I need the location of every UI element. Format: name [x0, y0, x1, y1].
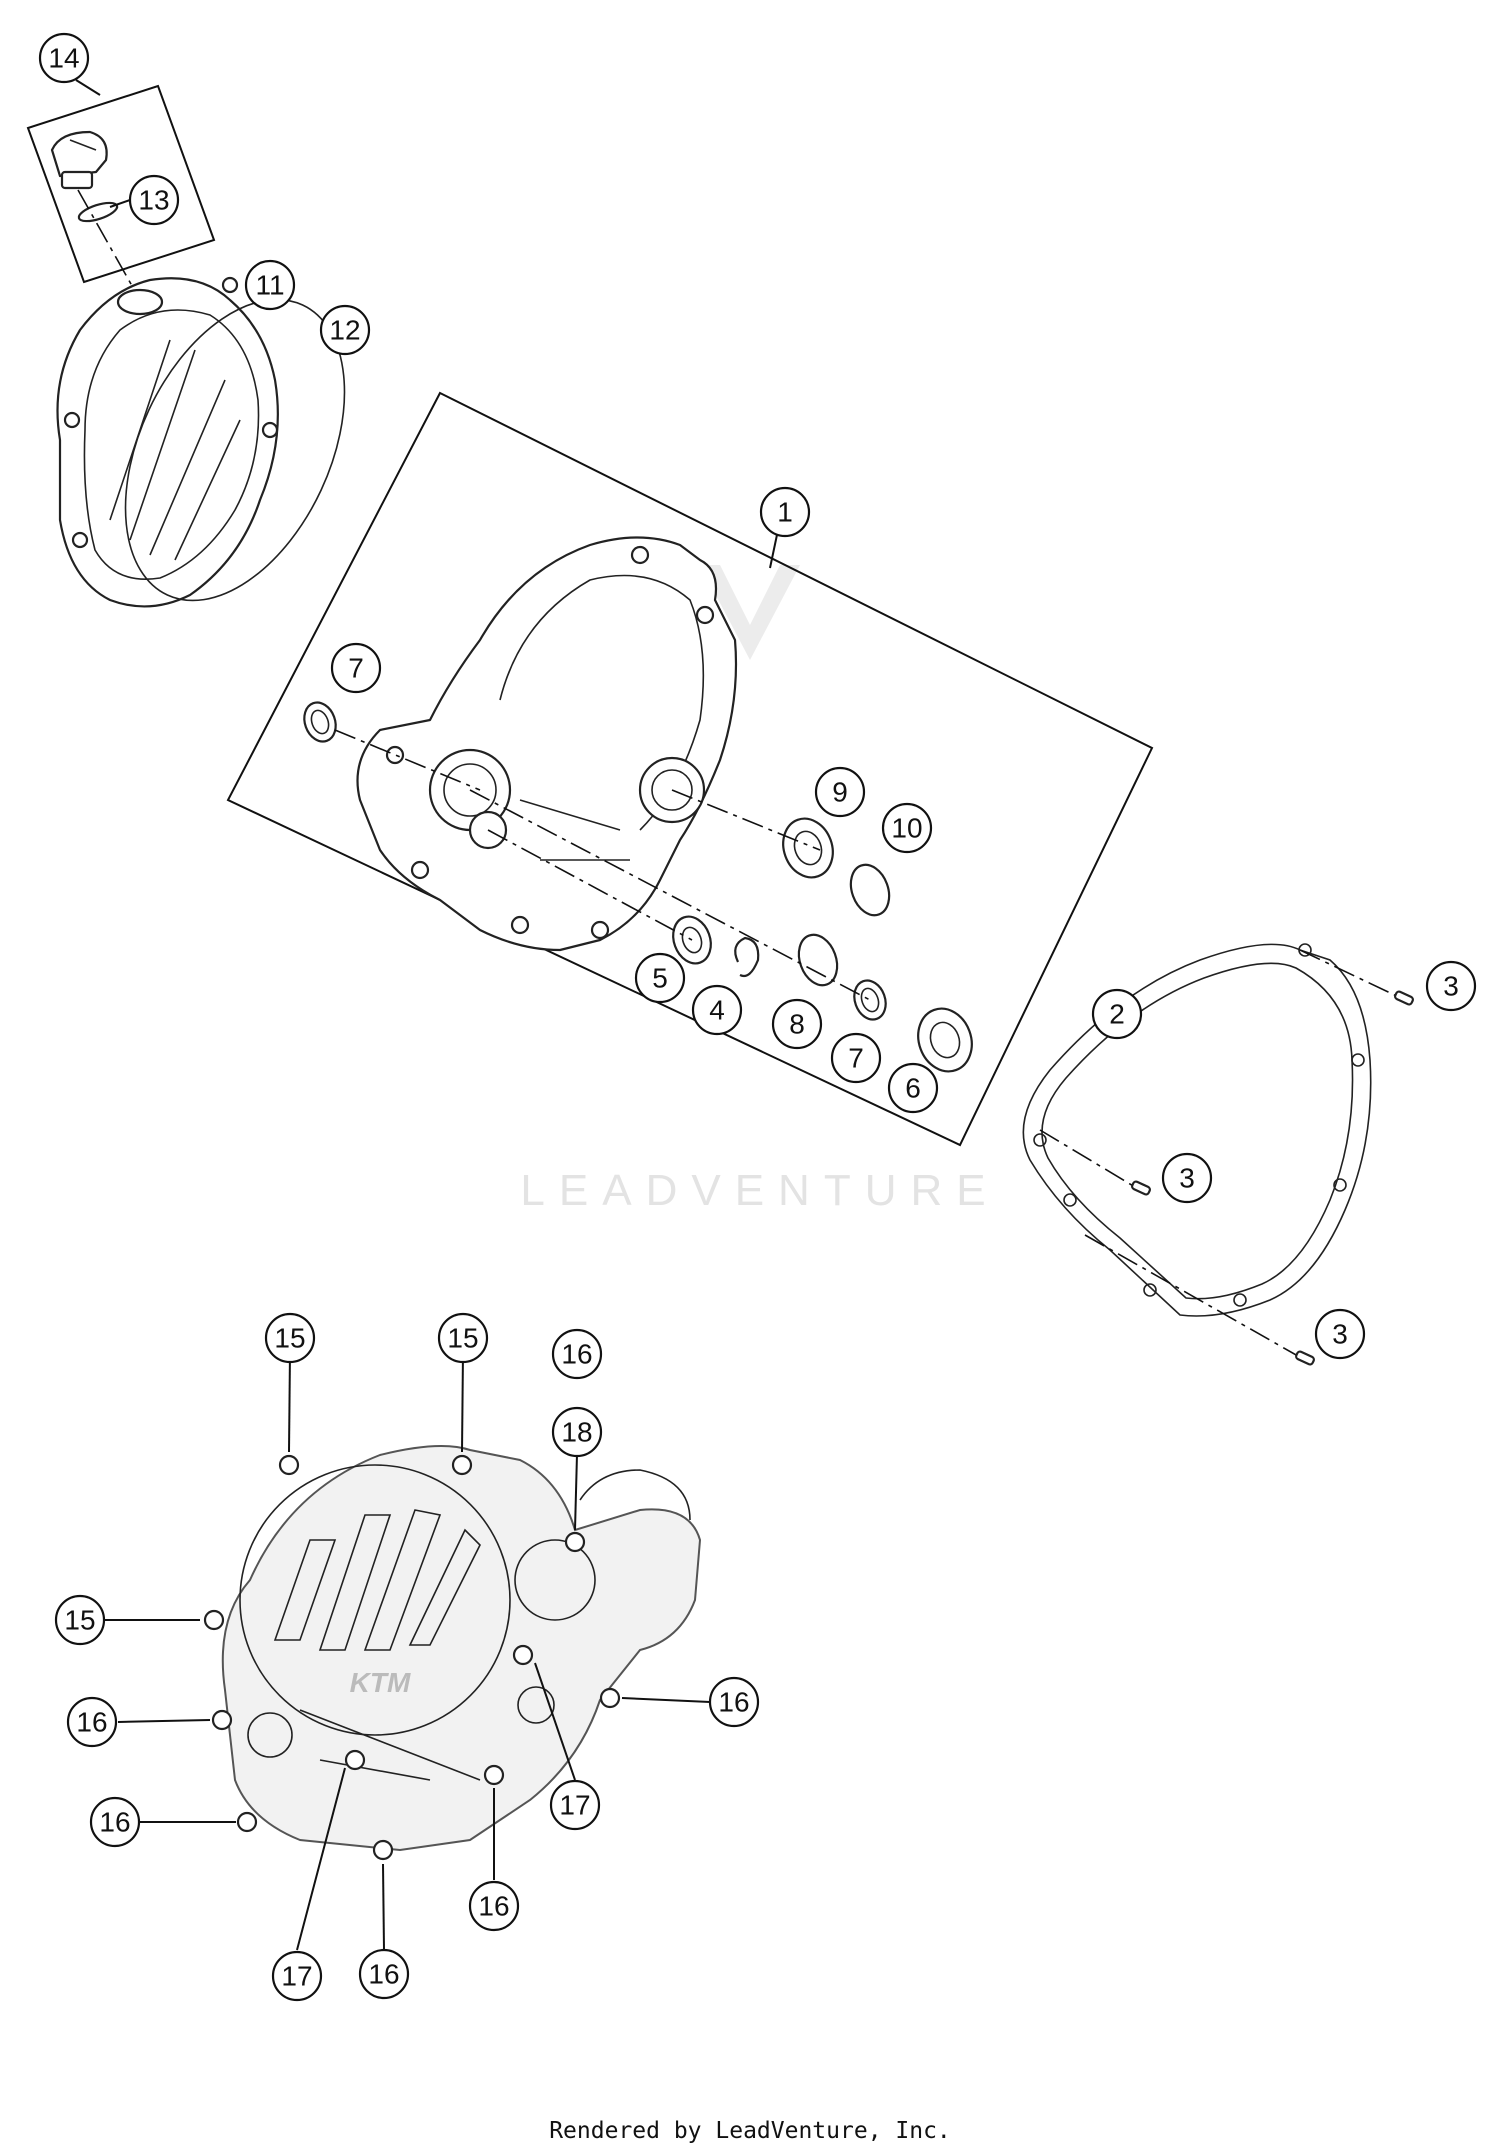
ring-8[interactable] — [792, 929, 844, 990]
svg-text:3: 3 — [1443, 971, 1459, 1002]
circlip-4[interactable] — [734, 936, 760, 978]
callout-16-bottom: 16 — [358, 1948, 410, 2000]
callout-11: 11 — [244, 259, 296, 311]
svg-text:5: 5 — [652, 963, 668, 994]
clutch-cover-outer[interactable] — [56, 276, 279, 608]
clutch-cover-inner-group — [226, 391, 1154, 1147]
callout-16-left-bottom: 16 — [89, 1796, 141, 1848]
callout-3-top: 3 — [1425, 960, 1477, 1012]
callout-15-left-top: 15 — [264, 1312, 316, 1364]
svg-text:9: 9 — [832, 777, 848, 808]
svg-text:15: 15 — [274, 1323, 305, 1354]
svg-text:17: 17 — [559, 1790, 590, 1821]
svg-text:7: 7 — [848, 1043, 864, 1074]
leader-lines — [75, 79, 779, 1951]
svg-text:4: 4 — [709, 995, 725, 1026]
callout-1: 1 — [759, 486, 811, 538]
callout-9: 9 — [814, 766, 866, 818]
bearing-6[interactable] — [910, 1001, 981, 1079]
callout-17-bottom: 17 — [271, 1950, 323, 2002]
callout-8: 8 — [771, 998, 823, 1050]
o-ring-13[interactable] — [77, 199, 119, 225]
callout-16-top: 16 — [551, 1328, 603, 1380]
callout-18: 18 — [551, 1406, 603, 1458]
clutch-cover-gasket-2[interactable] — [1022, 943, 1372, 1317]
svg-text:17: 17 — [281, 1961, 312, 1992]
svg-text:13: 13 — [138, 185, 169, 216]
vent-grille — [273, 1509, 481, 1651]
svg-text:3: 3 — [1179, 1163, 1195, 1194]
ktm-logo: KTM — [350, 1667, 411, 1698]
svg-text:3: 3 — [1332, 1319, 1348, 1350]
svg-text:1: 1 — [777, 497, 793, 528]
assembled-clutch-cover[interactable]: KTM — [203, 1445, 702, 1861]
callout-15-right-top: 15 — [437, 1312, 489, 1364]
callout-16-bottom-right: 16 — [468, 1880, 520, 1932]
callout-16-left: 16 — [66, 1696, 118, 1748]
svg-text:16: 16 — [76, 1707, 107, 1738]
callout-16-right: 16 — [708, 1676, 760, 1728]
oil-plug[interactable] — [50, 130, 108, 190]
callout-2: 2 — [1091, 988, 1143, 1040]
callout-7-lower: 7 — [830, 1032, 882, 1084]
callout-4: 4 — [691, 984, 743, 1036]
svg-text:12: 12 — [329, 315, 360, 346]
callout-14: 14 — [38, 32, 90, 84]
filler-hole — [116, 288, 164, 316]
svg-text:15: 15 — [447, 1323, 478, 1354]
callout-7-upper: 7 — [330, 642, 382, 694]
callout-13: 13 — [128, 174, 180, 226]
svg-text:2: 2 — [1109, 999, 1125, 1030]
inspection-bore — [514, 1539, 596, 1621]
svg-text:10: 10 — [891, 813, 922, 844]
callout-12: 12 — [319, 304, 371, 356]
cover-gasket-12[interactable] — [81, 265, 388, 635]
seal-ring-7-upper[interactable] — [299, 698, 341, 746]
svg-text:16: 16 — [718, 1687, 749, 1718]
callout-5: 5 — [634, 952, 686, 1004]
svg-text:14: 14 — [48, 43, 79, 74]
watermark-text: LEADVENTURE — [520, 1166, 999, 1215]
bearing-9[interactable] — [775, 812, 841, 885]
oil-plug-group — [26, 84, 216, 301]
svg-text:8: 8 — [789, 1009, 805, 1040]
callout-15-left: 15 — [54, 1594, 106, 1646]
inner-group-box — [226, 391, 1154, 1147]
svg-text:18: 18 — [561, 1417, 592, 1448]
svg-text:11: 11 — [255, 270, 284, 301]
dowel-pins-3[interactable] — [1039, 949, 1414, 1366]
plug-group-box — [26, 84, 216, 284]
callouts: 14 13 11 12 1 7 9 10 5 4 8 7 6 2 3 3 3 1… — [38, 32, 1477, 2002]
watermark: LEADVENTURE — [520, 565, 999, 1215]
footer-credit: Rendered by LeadVenture, Inc. — [549, 2118, 951, 2144]
retaining-ring-10[interactable] — [844, 859, 896, 920]
svg-text:16: 16 — [368, 1959, 399, 1990]
callout-6: 6 — [887, 1062, 939, 1114]
cover-screws[interactable] — [203, 1454, 621, 1861]
svg-text:7: 7 — [348, 653, 364, 684]
svg-text:15: 15 — [64, 1605, 95, 1636]
callout-3-bottom: 3 — [1314, 1308, 1366, 1360]
seal-ring-7-lower[interactable] — [849, 976, 891, 1024]
svg-text:16: 16 — [478, 1891, 509, 1922]
callout-17-right: 17 — [549, 1779, 601, 1831]
svg-text:6: 6 — [905, 1073, 921, 1104]
callout-10: 10 — [881, 802, 933, 854]
callout-3-mid: 3 — [1161, 1152, 1213, 1204]
svg-text:16: 16 — [99, 1807, 130, 1838]
svg-text:16: 16 — [561, 1339, 592, 1370]
